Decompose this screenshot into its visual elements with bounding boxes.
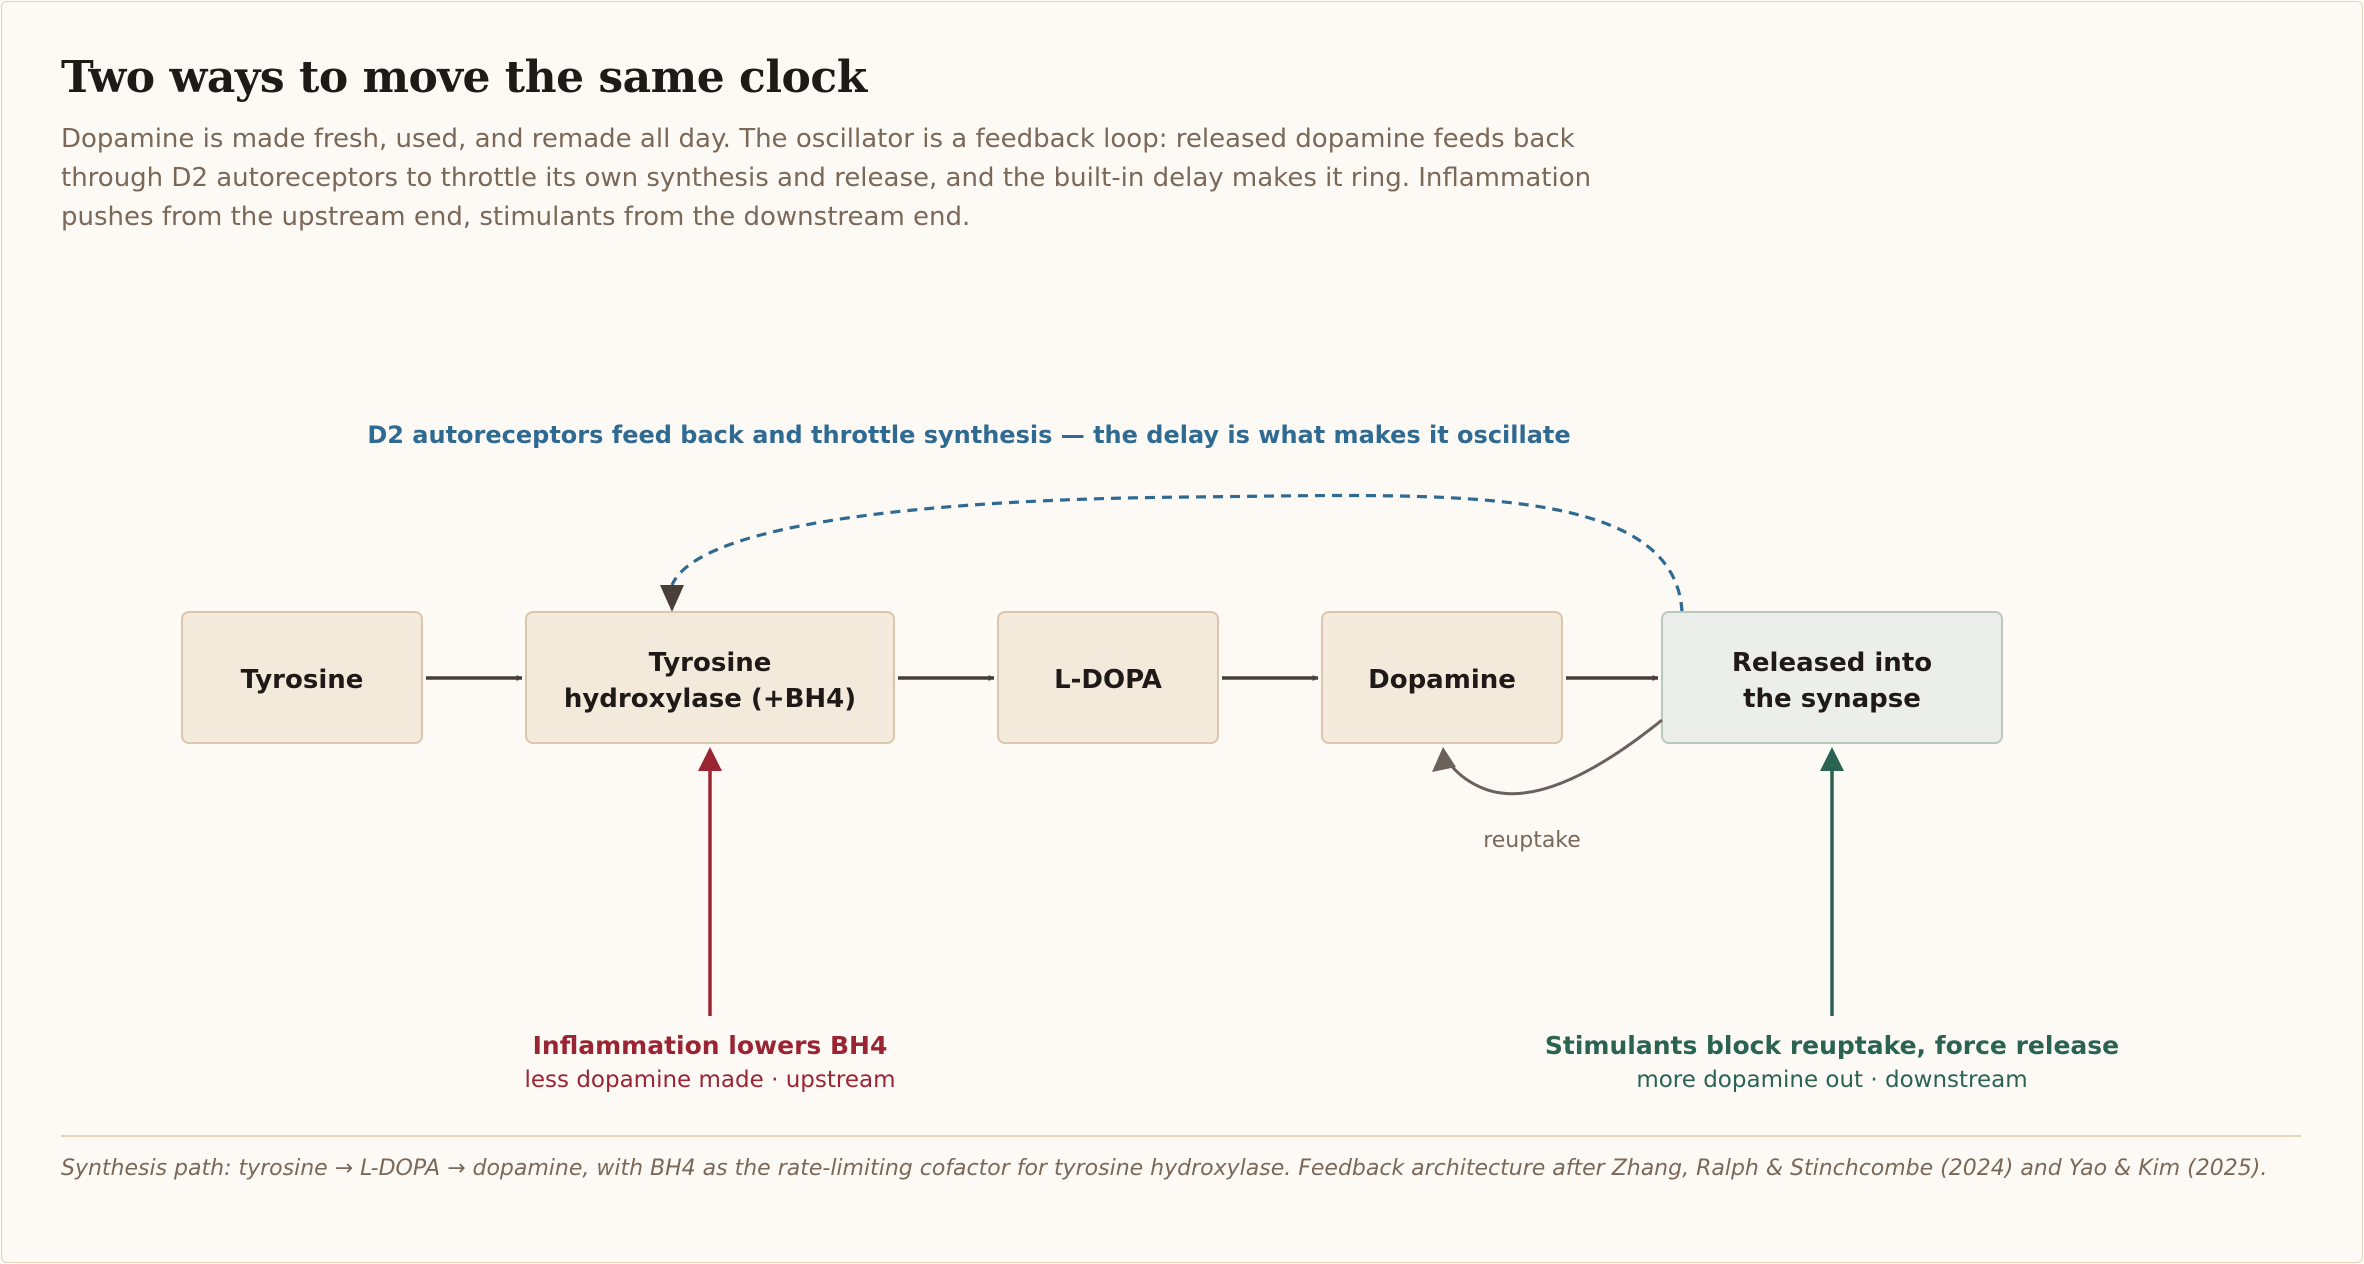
node-hydroxylase-label-line2: hydroxylase (+BH4) <box>564 684 856 714</box>
node-dopamine-label: Dopamine <box>1368 665 1516 695</box>
stimulants-subtitle: more dopamine out · downstream <box>1636 1067 2027 1093</box>
footer-divider <box>61 1135 2301 1137</box>
feedback-label: D2 autoreceptors feed back and throttle … <box>367 421 1570 449</box>
node-tyrosine-hydroxylase: Tyrosine hydroxylase (+BH4) <box>525 611 895 744</box>
node-ldopa: L-DOPA <box>997 611 1219 744</box>
node-ldopa-label: L-DOPA <box>1054 665 1162 695</box>
figure-title: Two ways to move the same clock <box>61 52 867 103</box>
reuptake-arc <box>1443 718 1663 796</box>
node-tyrosine: Tyrosine <box>181 611 423 744</box>
source-footnote: Synthesis path: tyrosine → L-DOPA → dopa… <box>61 1156 2268 1181</box>
inflammation-title: Inflammation lowers BH4 <box>533 1031 888 1060</box>
reuptake-label: reuptake <box>1483 828 1581 853</box>
inflammation-arrowhead <box>698 747 722 771</box>
node-hydroxylase-label-line1: Tyrosine <box>649 648 772 678</box>
feedback-arc <box>670 493 1684 613</box>
node-synapse-label-line1: Released into <box>1732 648 1932 678</box>
node-synapse-label-line2: the synapse <box>1743 684 1921 714</box>
stimulants-title: Stimulants block reuptake, force release <box>1545 1031 2119 1060</box>
node-tyrosine-label: Tyrosine <box>241 665 364 695</box>
stimulants-arrowhead <box>1820 747 1844 771</box>
node-dopamine: Dopamine <box>1321 611 1563 744</box>
node-synapse: Released into the synapse <box>1661 611 2003 744</box>
feedback-arrowhead <box>660 585 684 612</box>
figure-subtitle: Dopamine is made fresh, used, and remade… <box>61 124 1592 232</box>
inflammation-subtitle: less dopamine made · upstream <box>525 1067 896 1093</box>
reuptake-arrowhead <box>1432 747 1456 772</box>
